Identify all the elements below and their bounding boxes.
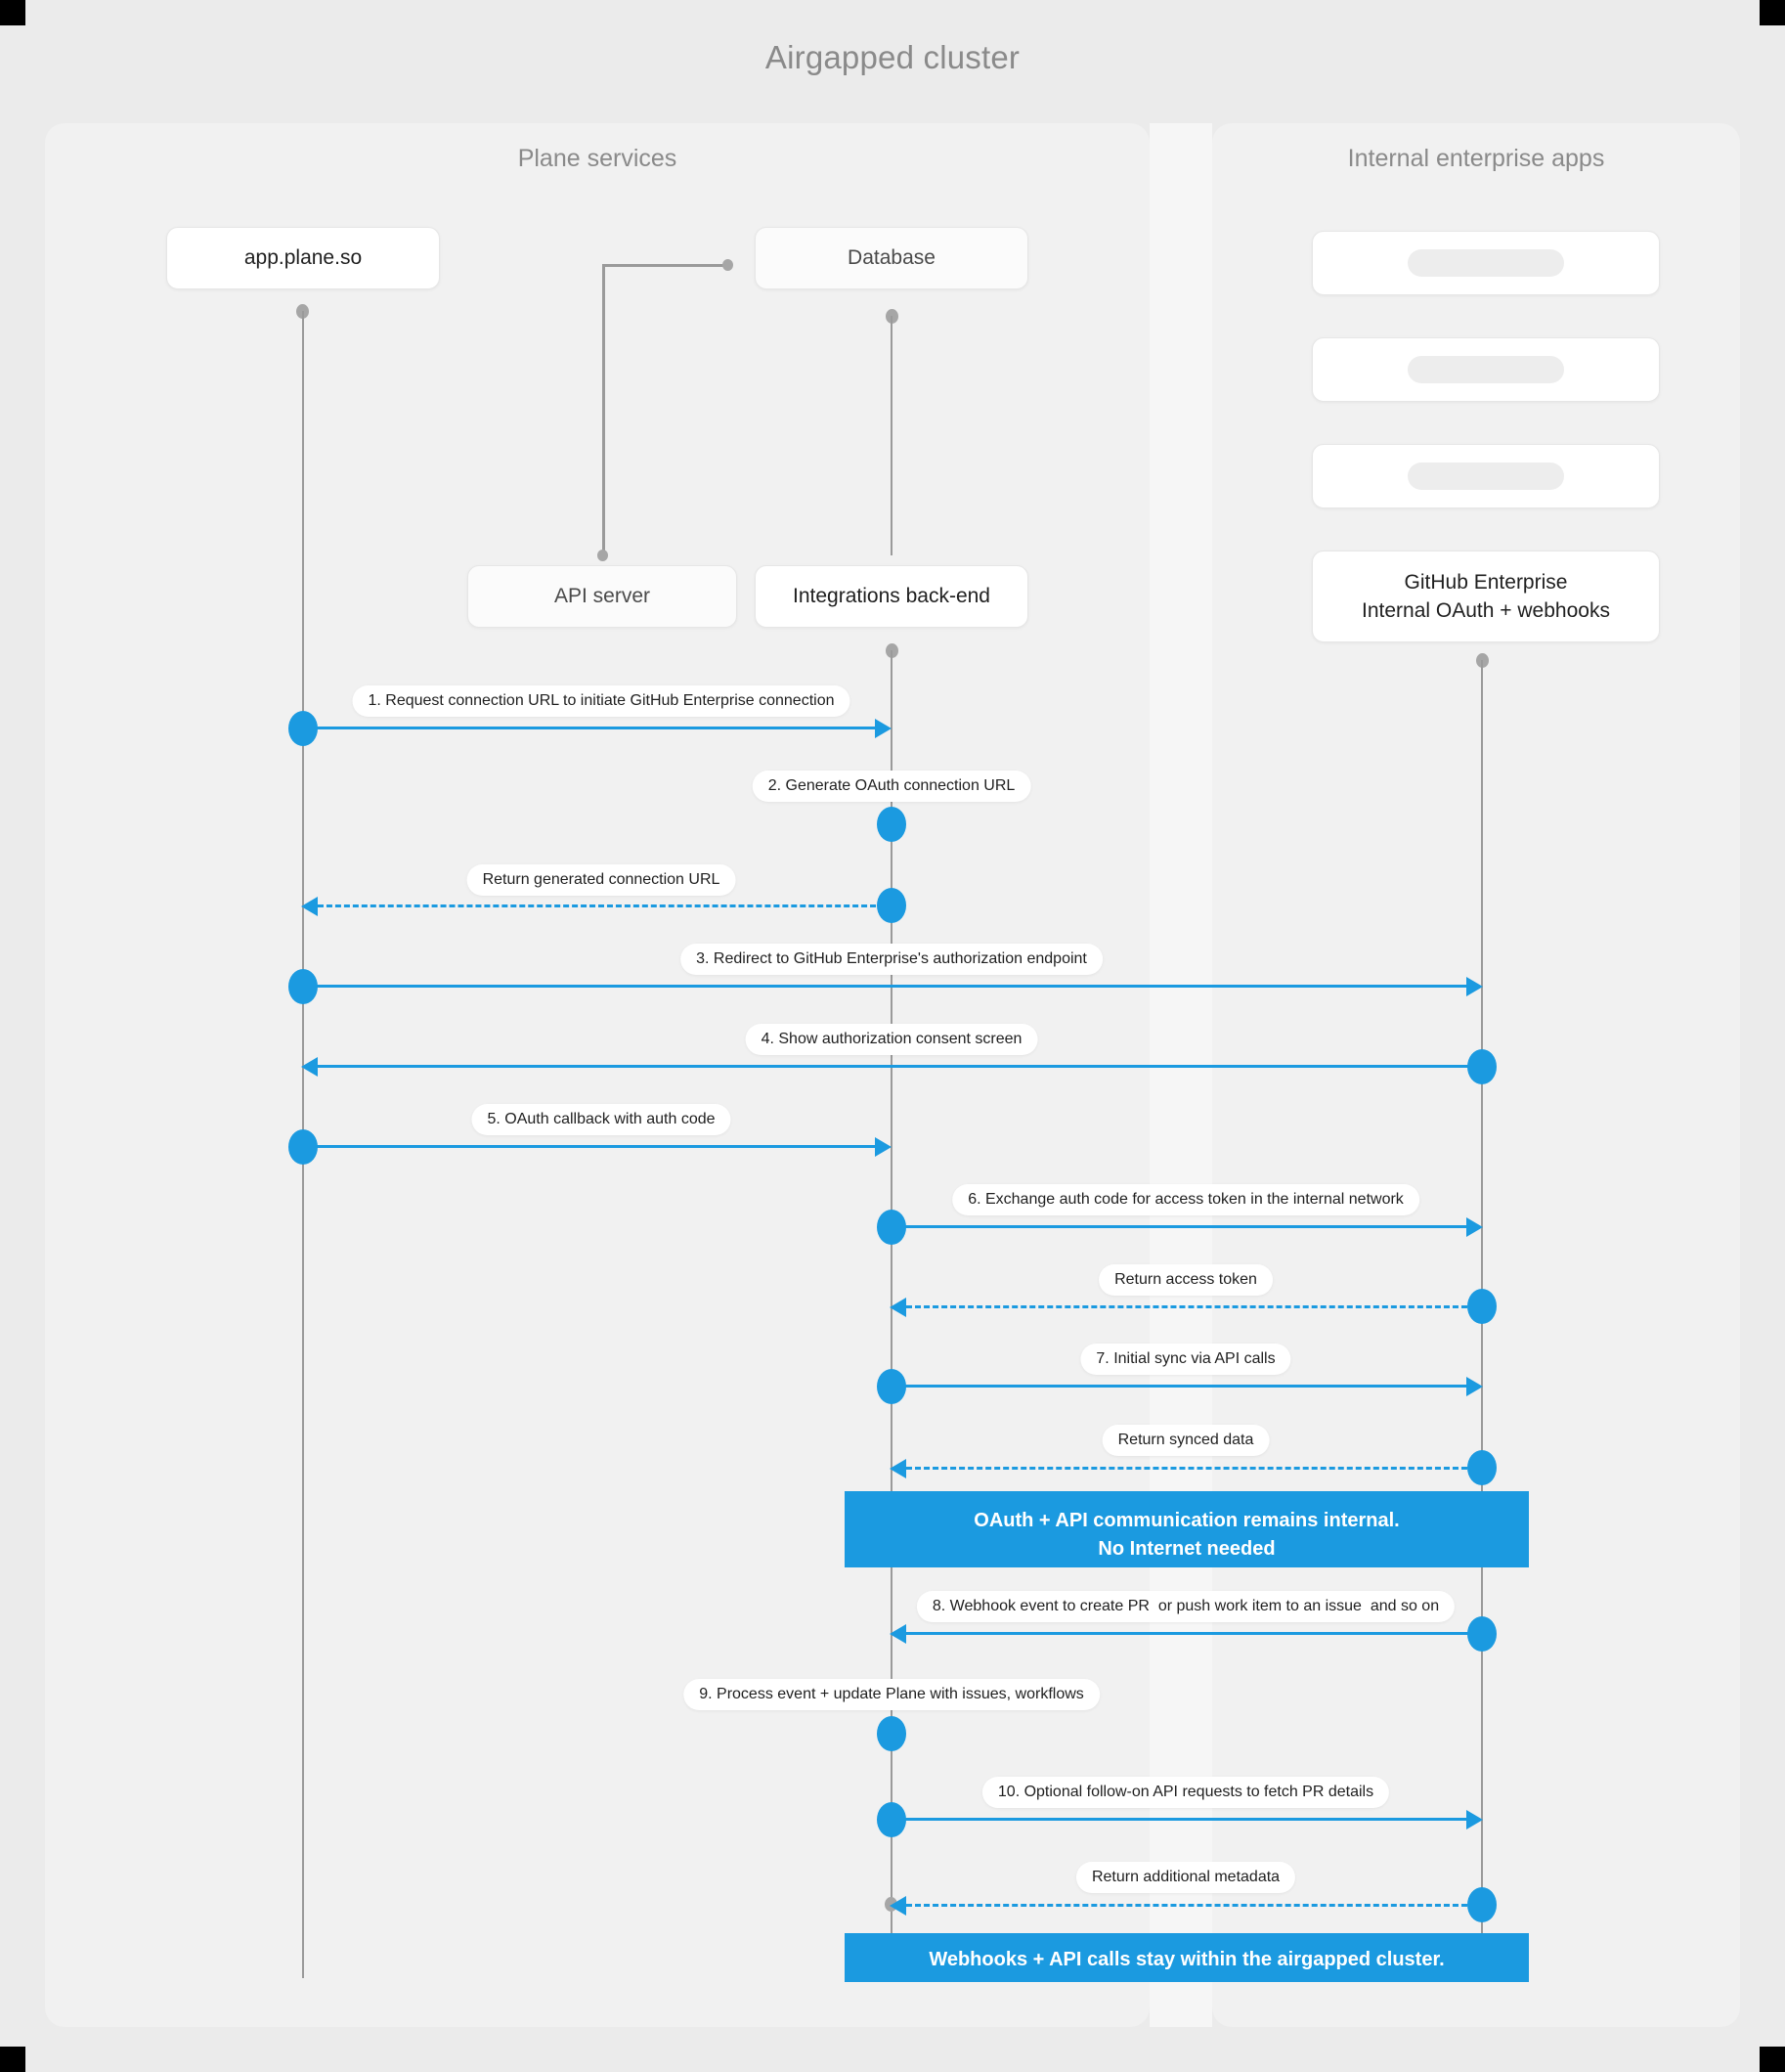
- message-line-6: [303, 1145, 875, 1148]
- participant-label: Integrations back-end: [793, 585, 990, 608]
- connector-api-to-database-horizontal: [602, 264, 727, 267]
- message-line-7: [892, 1225, 1466, 1228]
- message-arrowhead-3: [301, 897, 318, 916]
- message-arrowhead-5: [301, 1057, 318, 1077]
- note-line-2: No Internet needed: [1098, 1538, 1276, 1560]
- participant-placeholder-1[interactable]: [1312, 231, 1660, 295]
- participant-placeholder-3[interactable]: [1312, 444, 1660, 508]
- registration-mark-bottom-right: [1746, 2033, 1785, 2072]
- connector-arrow-dot-database: [722, 259, 733, 271]
- group-panel-plane-services: Plane services: [45, 123, 1150, 2027]
- registration-mark-bottom-left: [0, 2033, 39, 2072]
- message-label-8: Return access token: [1099, 1264, 1273, 1296]
- registration-mark-top-right: [1746, 0, 1785, 39]
- participant-github-enterprise[interactable]: GitHub Enterprise Internal OAuth + webho…: [1312, 551, 1660, 642]
- message-arrowhead-14: [890, 1896, 906, 1916]
- page-title: Airgapped cluster: [764, 39, 1021, 75]
- message-line-3: [318, 904, 885, 907]
- group-title-internal-enterprise-apps: Internal enterprise apps: [1347, 145, 1605, 172]
- participant-label: Database: [848, 246, 936, 270]
- placeholder-pill: [1408, 356, 1564, 383]
- message-arrowhead-11: [890, 1624, 906, 1644]
- participant-label: app.plane.so: [243, 246, 363, 270]
- note-line-1: OAuth + API communication remains intern…: [974, 1510, 1400, 1531]
- message-line-11: [906, 1632, 1476, 1635]
- message-arrowhead-9: [1466, 1377, 1483, 1396]
- message-arrowhead-8: [890, 1298, 906, 1317]
- message-line-4: [303, 985, 1466, 988]
- message-label-3: Return generated connection URL: [466, 864, 736, 896]
- participant-database[interactable]: Database: [755, 227, 1028, 289]
- message-label-2: 2. Generate OAuth connection URL: [752, 771, 1031, 802]
- placeholder-pill: [1408, 463, 1564, 490]
- message-line-9: [892, 1385, 1466, 1388]
- message-arrowhead-6: [875, 1137, 892, 1157]
- message-label-13: 10. Optional follow-on API requests to f…: [981, 1777, 1390, 1808]
- message-label-10: Return synced data: [1102, 1425, 1270, 1456]
- note-banner-oauth-internal: OAuth + API communication remains intern…: [845, 1491, 1529, 1567]
- participant-api-server[interactable]: API server: [467, 565, 737, 628]
- note-line-1: Webhooks + API calls stay within the air…: [929, 1949, 1445, 1970]
- message-label-6: 5. OAuth callback with auth code: [471, 1104, 731, 1135]
- participant-label-line-1: GitHub Enterprise: [1404, 570, 1568, 594]
- message-arrowhead-4: [1466, 977, 1483, 996]
- lifeline-database: [891, 316, 892, 555]
- participant-label: API server: [553, 585, 651, 608]
- message-self-dot-12: [877, 1716, 906, 1751]
- message-line-14: [906, 1904, 1476, 1907]
- message-label-9: 7. Initial sync via API calls: [1080, 1344, 1291, 1375]
- panel-gap-band: [1150, 123, 1212, 2027]
- message-label-4: 3. Redirect to GitHub Enterprise's autho…: [680, 944, 1103, 975]
- participant-integrations-back-end[interactable]: Integrations back-end: [755, 565, 1028, 628]
- message-line-13: [892, 1818, 1466, 1821]
- message-line-8: [906, 1305, 1476, 1308]
- message-label-5: 4. Show authorization consent screen: [745, 1024, 1038, 1055]
- group-title-plane-services: Plane services: [517, 145, 677, 172]
- participant-placeholder-2[interactable]: [1312, 337, 1660, 402]
- message-line-5: [318, 1065, 1476, 1068]
- message-label-1: 1. Request connection URL to initiate Gi…: [352, 685, 850, 717]
- message-arrowhead-1: [875, 719, 892, 738]
- message-label-7: 6. Exchange auth code for access token i…: [952, 1184, 1419, 1215]
- message-arrowhead-13: [1466, 1810, 1483, 1830]
- placeholder-pill: [1408, 249, 1564, 277]
- message-label-14: Return additional metadata: [1075, 1862, 1296, 1893]
- message-arrowhead-7: [1466, 1217, 1483, 1237]
- message-label-11: 8. Webhook event to create PR or push wo…: [916, 1591, 1456, 1622]
- message-line-10: [906, 1467, 1476, 1470]
- message-label-12: 9. Process event + update Plane with iss…: [683, 1679, 1100, 1710]
- participant-label-line-2: Internal OAuth + webhooks: [1362, 599, 1610, 622]
- message-arrowhead-10: [890, 1459, 906, 1478]
- participant-app-plane-so[interactable]: app.plane.so: [166, 227, 440, 289]
- connector-api-to-database-vertical: [602, 264, 605, 555]
- message-self-dot-2: [877, 807, 906, 842]
- note-banner-webhooks-airgapped: Webhooks + API calls stay within the air…: [845, 1933, 1529, 1982]
- message-line-1: [303, 727, 875, 729]
- connector-anchor-dot-api: [597, 550, 608, 561]
- registration-mark-top-left: [0, 0, 39, 39]
